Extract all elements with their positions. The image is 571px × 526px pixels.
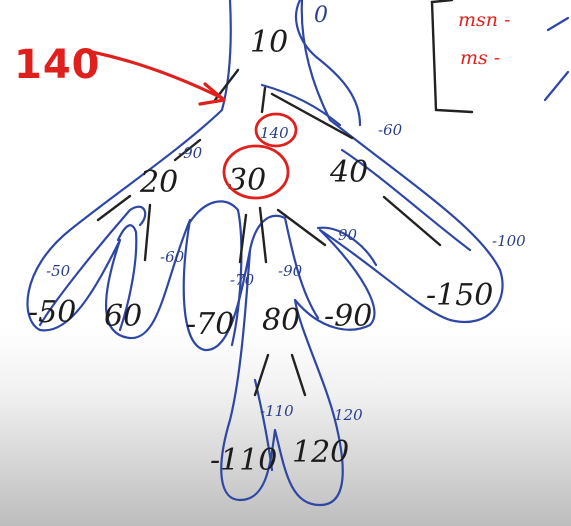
node-bottom-leaf-1: -110 xyxy=(210,443,277,478)
finger-contour xyxy=(188,200,243,347)
node-mid-child: 80 xyxy=(262,303,300,338)
node-middle: 30 xyxy=(228,163,266,198)
branch-line xyxy=(143,203,152,262)
highlight-circle xyxy=(254,112,298,148)
tree-outline xyxy=(26,0,504,507)
edge-label: 120 xyxy=(334,406,363,424)
branch-line xyxy=(238,213,248,264)
branch-line xyxy=(270,92,354,140)
edge-label: -70 xyxy=(230,271,255,289)
branch-line xyxy=(290,353,307,397)
legend-line-2: ms - xyxy=(460,47,500,69)
edge-label: -90 xyxy=(178,144,203,162)
finger-contour xyxy=(316,226,378,267)
edge-label: -110 xyxy=(260,402,294,420)
node-left: 20 xyxy=(139,165,178,200)
branch-line xyxy=(382,195,442,247)
node-mid-leaf-1: -70 xyxy=(186,307,234,342)
node-root-top-right: 0 xyxy=(314,3,328,28)
node-right-leaf: -150 xyxy=(426,278,493,313)
edge-label: 90 xyxy=(338,226,358,244)
annotation-arrow xyxy=(90,50,224,100)
branch-line xyxy=(258,206,268,264)
node-left-leaf-1: -50 xyxy=(28,295,76,330)
edge-label: -60 xyxy=(378,121,403,139)
branch-line xyxy=(276,208,327,247)
finger-contour xyxy=(116,224,138,332)
edge-label: -50 xyxy=(46,262,71,280)
highlight-circle xyxy=(222,144,290,200)
node-right: 40 xyxy=(329,155,368,190)
branch-line xyxy=(253,353,270,397)
edge-label: -100 xyxy=(492,232,526,250)
branch-line xyxy=(173,138,202,162)
node-mid-leaf-3: -90 xyxy=(324,299,372,334)
annotation-value: 140 xyxy=(14,42,101,88)
branch-line xyxy=(260,86,267,114)
finger-contour xyxy=(295,0,362,127)
edge-label: 140 xyxy=(260,124,289,142)
edge-label: -60 xyxy=(160,248,185,266)
branch-line xyxy=(96,194,132,222)
legend-line-1: msn - xyxy=(458,9,510,31)
finger-contour xyxy=(38,205,147,327)
node-left-leaf-2: 60 xyxy=(104,299,142,334)
node-root: 10 xyxy=(250,25,288,60)
node-bottom-leaf-2: 120 xyxy=(292,435,349,470)
edge-label: -90 xyxy=(278,262,303,280)
legend-mark xyxy=(543,70,570,102)
finger-contour xyxy=(340,148,472,252)
finger-contour xyxy=(248,214,320,320)
finger-contour xyxy=(260,83,342,127)
arrow-head-icon xyxy=(198,82,226,106)
legend-bracket xyxy=(430,0,474,114)
legend-mark xyxy=(546,16,570,32)
